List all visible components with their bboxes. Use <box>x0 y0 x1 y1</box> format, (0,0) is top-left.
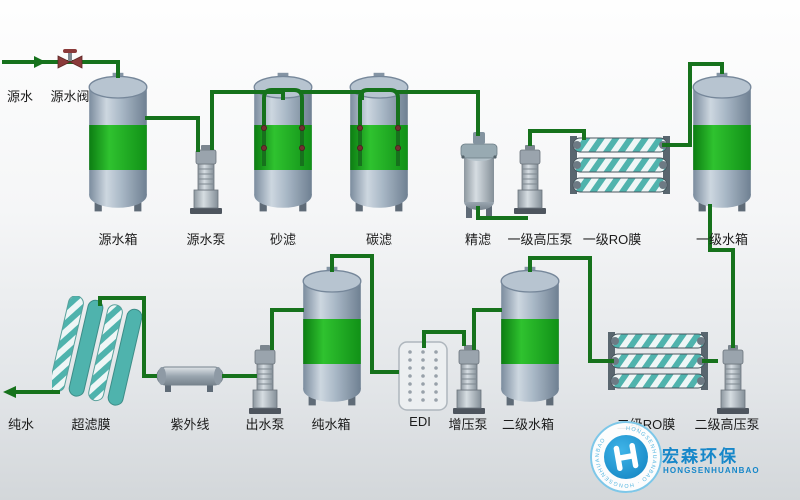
logo-name-en: HONGSENHUANBAO <box>663 466 760 475</box>
source-water-valve <box>56 47 84 71</box>
uf-membrane-unit <box>52 296 144 408</box>
label-outlet-pump: 出水泵 <box>245 417 285 432</box>
flow-arrow-outlet <box>3 386 16 398</box>
booster-pump <box>451 344 487 416</box>
stage1-ro-membranes <box>570 136 670 194</box>
logo-name-cn: 宏森环保 <box>662 447 738 466</box>
label-uf-membrane: 超滤膜 <box>71 417 111 432</box>
pipe-tank1-to-hp2 <box>708 204 735 348</box>
label-source-tank: 源水箱 <box>98 232 138 247</box>
outlet-pump <box>247 344 283 416</box>
label-pure-water-tank: 纯水箱 <box>311 417 351 432</box>
label-edi: EDI <box>409 414 431 429</box>
edi-module <box>397 340 449 412</box>
sand-filter-tank <box>247 68 319 218</box>
carbon-filter-tank <box>343 68 415 218</box>
label-source-water: 源水 <box>6 89 34 104</box>
pure-water-tank <box>296 262 368 412</box>
stage2-hp-pump <box>715 344 751 416</box>
label-source-pump: 源水泵 <box>186 232 226 247</box>
label-fine-filter: 精滤 <box>464 232 492 247</box>
label-water-tank-1: 一级水箱 <box>695 232 749 247</box>
logo-h-icon <box>613 443 639 471</box>
stage1-hp-pump <box>512 144 548 216</box>
label-water-tank-2: 二级水箱 <box>501 417 555 432</box>
label-hp-pump-1: 一级高压泵 <box>507 232 573 247</box>
fine-filter-vessel <box>456 128 502 220</box>
label-pure-water: 纯水 <box>7 417 35 432</box>
label-booster-pump: 增压泵 <box>448 417 488 432</box>
stage2-ro-membranes <box>608 332 708 390</box>
label-source-valve: 源水阀 <box>50 89 90 104</box>
label-sand-filter: 砂滤 <box>269 232 297 247</box>
label-uv-sterilizer: 紫外线 <box>170 417 210 432</box>
stage2-water-tank <box>494 262 566 412</box>
flow-arrow-inlet <box>34 56 46 68</box>
stage1-water-tank <box>686 68 758 218</box>
source-water-tank <box>82 68 154 218</box>
label-hp-pump-2: 二级高压泵 <box>694 417 760 432</box>
company-logo-mark: HONGSENHUANBAO · HONGSENHUANBAO <box>588 419 664 495</box>
label-carbon-filter: 碳滤 <box>365 232 393 247</box>
label-ro-membrane-1: 一级RO膜 <box>582 232 642 247</box>
source-water-pump <box>188 144 224 216</box>
uv-sterilizer-unit <box>155 364 225 392</box>
